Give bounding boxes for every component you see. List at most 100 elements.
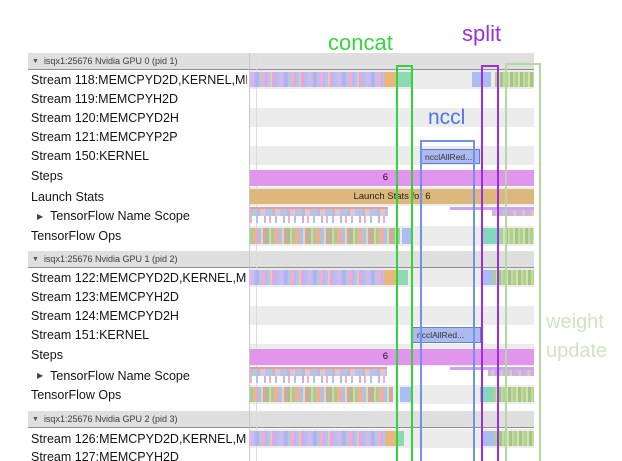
gpu2-section-header[interactable]: ▼ isqx1:25676 Nvidia GPU 2 (pid 3) xyxy=(28,411,534,428)
row-label: Steps xyxy=(31,169,63,183)
kernel-activity-bar[interactable] xyxy=(250,431,385,446)
ops-activity-bar[interactable] xyxy=(250,387,393,402)
name-scope-mini-bars[interactable] xyxy=(488,368,534,376)
kernel-activity-bar[interactable] xyxy=(250,72,384,87)
concat-segment[interactable] xyxy=(397,72,412,87)
timeline-track[interactable] xyxy=(250,306,534,325)
timeline-track[interactable]: 6 xyxy=(250,344,534,366)
collapse-icon: ▼ xyxy=(32,57,39,65)
timeline-track[interactable] xyxy=(250,206,534,226)
step-number: 6 xyxy=(382,351,388,362)
ops-segment[interactable] xyxy=(400,387,413,402)
row-name-scope-gpu1: ▶TensorFlow Name Scope xyxy=(0,366,622,385)
timeline-track[interactable]: Launch Stats for 6 xyxy=(250,187,534,206)
row-label: Stream 150:KERNEL xyxy=(31,148,150,163)
weight-update-line2: update xyxy=(546,340,608,362)
row-label: Stream 120:MEMCPYD2H xyxy=(31,110,179,125)
row-tf-ops-gpu0: TensorFlow Ops xyxy=(0,226,622,246)
gpu1-section-header[interactable]: ▼ isqx1:25676 Nvidia GPU 1 (pid 2) xyxy=(28,251,534,268)
timeline-start-line xyxy=(256,53,257,461)
row-tf-ops-gpu1: TensorFlow Ops xyxy=(0,385,622,404)
row-label: Stream 122:MEMCPYD2D,KERNEL,MI xyxy=(31,270,247,285)
row-stream-123: Stream 123:MEMCPYH2D xyxy=(0,287,622,306)
activity-segment[interactable] xyxy=(385,431,397,446)
row-stream-118: Stream 118:MEMCPYD2D,KERNEL,ME xyxy=(0,70,622,89)
ops-segment[interactable] xyxy=(500,228,534,244)
step-bar[interactable]: 6 xyxy=(250,349,534,365)
row-label: Steps xyxy=(31,348,63,362)
row-steps-gpu0: Steps 6 xyxy=(0,165,622,187)
name-scope-mini-bars[interactable] xyxy=(492,208,534,216)
row-label: Stream 121:MEMCPYP2P xyxy=(31,129,178,144)
ops-activity-bar[interactable] xyxy=(250,228,400,244)
timeline-track[interactable] xyxy=(250,429,534,448)
expand-icon[interactable]: ▶ xyxy=(37,211,44,221)
activity-segment[interactable] xyxy=(384,270,398,285)
timeline-track[interactable]: ncclAllRed... xyxy=(250,325,534,344)
row-steps-gpu1: Steps 6 xyxy=(0,344,622,366)
gpu2-header-label: isqx1:25676 Nvidia GPU 2 (pid 3) xyxy=(43,414,178,424)
timeline-track[interactable] xyxy=(250,226,534,246)
split-segment[interactable] xyxy=(481,270,493,285)
row-label: Stream 123:MEMCPYH2D xyxy=(31,289,179,304)
row-label: Stream 118:MEMCPYD2D,KERNEL,ME xyxy=(31,72,247,87)
activity-segment[interactable] xyxy=(384,72,397,87)
row-label: TensorFlow Ops xyxy=(31,229,122,243)
split-annotation: split xyxy=(462,21,502,46)
ops-segment[interactable] xyxy=(402,228,413,244)
split-segment[interactable] xyxy=(481,431,494,446)
concat-highlight-box xyxy=(396,65,413,461)
row-label: Stream 124:MEMCPYD2H xyxy=(31,308,179,323)
row-stream-121: Stream 121:MEMCPYP2P xyxy=(0,127,622,146)
row-stream-126: Stream 126:MEMCPYD2D,KERNEL,MI xyxy=(0,429,622,448)
gpu1-header-label: isqx1:25676 Nvidia GPU 1 (pid 2) xyxy=(43,254,178,264)
row-stream-122: Stream 122:MEMCPYD2D,KERNEL,MI xyxy=(0,268,622,287)
timeline-track[interactable]: ncclAllRed... xyxy=(250,146,534,165)
ops-segment[interactable] xyxy=(493,387,534,402)
launch-stats-bar[interactable]: Launch Stats for 6 xyxy=(250,189,534,204)
row-label[interactable]: ▶TensorFlow Name Scope xyxy=(37,209,190,223)
gpu0-header-label: isqx1:25676 Nvidia GPU 0 (pid 1) xyxy=(43,56,178,66)
weight-update-highlight-box xyxy=(505,63,541,461)
row-name-scope-gpu0: ▶TensorFlow Name Scope xyxy=(0,206,622,226)
weight-update-segment[interactable] xyxy=(493,270,534,285)
row-label: Stream 151:KERNEL xyxy=(31,327,150,342)
weight-update-annotation: weight update xyxy=(546,308,607,366)
ops-segment[interactable] xyxy=(481,228,500,244)
row-label[interactable]: ▶TensorFlow Name Scope xyxy=(37,368,190,383)
gpu0-section-header[interactable]: ▼ isqx1:25676 Nvidia GPU 0 (pid 1) xyxy=(28,53,534,70)
timeline-track[interactable] xyxy=(250,70,534,89)
nccl-allreduce-event[interactable]: ncclAllRed... xyxy=(412,327,481,343)
row-stream-124: Stream 124:MEMCPYD2H xyxy=(0,306,622,325)
weight-update-line1: weight xyxy=(546,311,604,333)
timeline-track[interactable] xyxy=(250,366,534,385)
row-stream-151: Stream 151:KERNEL ncclAllRed... xyxy=(0,325,622,344)
timeline-track[interactable] xyxy=(250,108,534,127)
expand-icon[interactable]: ▶ xyxy=(37,371,44,380)
timeline-track[interactable] xyxy=(250,268,534,287)
name-scope-icicles xyxy=(250,216,388,223)
nccl-highlight-box xyxy=(420,140,475,461)
row-launch-stats: Launch Stats Launch Stats for 6 xyxy=(0,187,622,206)
step-bar[interactable]: 6 xyxy=(250,170,534,186)
weight-update-segment[interactable] xyxy=(494,431,534,446)
name-scope-band[interactable] xyxy=(250,367,387,376)
nccl-annotation: nccl xyxy=(428,106,466,129)
row-stream-120: Stream 120:MEMCPYD2H xyxy=(0,108,622,127)
row-stream-150: Stream 150:KERNEL ncclAllRed... xyxy=(0,146,622,165)
row-label: Stream 126:MEMCPYD2D,KERNEL,MI xyxy=(31,431,247,446)
split-highlight-box xyxy=(481,65,499,461)
concat-segment[interactable] xyxy=(397,431,404,446)
timeline-track[interactable] xyxy=(250,385,534,404)
concat-segment[interactable] xyxy=(398,270,408,285)
nccl-allreduce-event[interactable]: ncclAllRed... xyxy=(420,149,480,164)
row-label: TensorFlow Ops xyxy=(31,387,122,402)
ops-segment[interactable] xyxy=(480,387,493,402)
name-scope-band[interactable] xyxy=(250,207,388,216)
kernel-activity-bar[interactable] xyxy=(250,270,384,285)
name-scope-icicles xyxy=(250,376,387,383)
weight-update-segment[interactable] xyxy=(495,72,534,87)
row-label: Launch Stats xyxy=(31,189,104,204)
timeline-track[interactable]: 6 xyxy=(250,165,534,187)
